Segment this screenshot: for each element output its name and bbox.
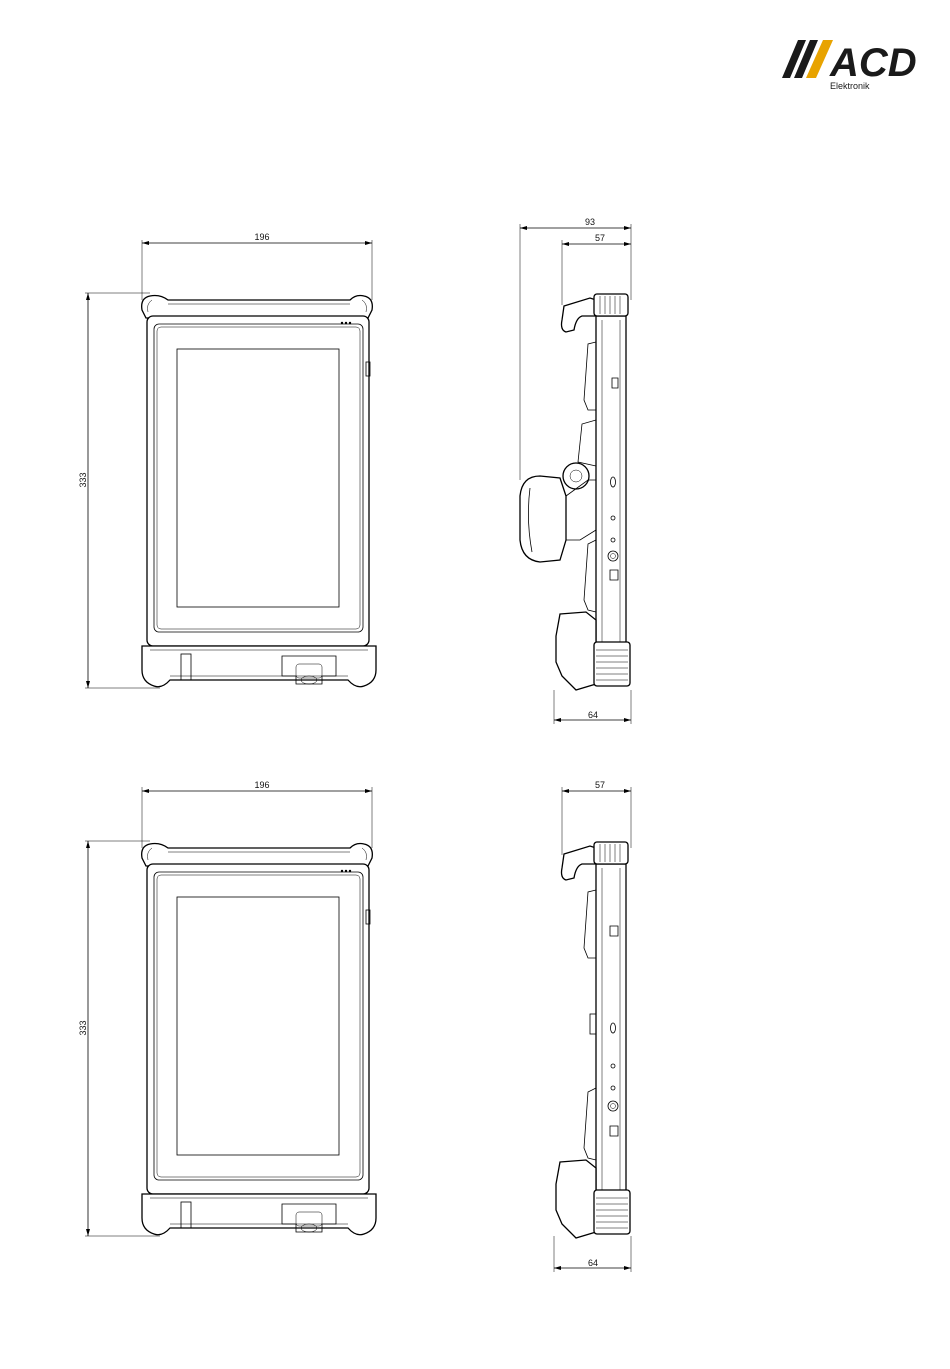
- bottom-depth-dimension-bottom: 64: [554, 1236, 631, 1272]
- depth-label-bottom: 57: [595, 780, 605, 790]
- acd-logo: ACD Elektronik: [782, 40, 917, 91]
- status-led-icon-bottom: [341, 870, 351, 872]
- width-label-bottom: 196: [254, 780, 269, 790]
- total-depth-label: 93: [585, 217, 595, 227]
- bottom-depth-label-bottom: 64: [588, 1258, 598, 1268]
- side-view-bottom: 57 64: [554, 780, 631, 1272]
- logo-brand-name: ACD: [829, 41, 917, 85]
- status-led-icon: [341, 322, 351, 324]
- front-view-top: 196 333: [78, 232, 376, 688]
- height-label-bottom: 333: [78, 1020, 88, 1035]
- depth-label-top: 57: [595, 233, 605, 243]
- bottom-depth-label-top: 64: [588, 710, 598, 720]
- bottom-depth-dimension-top: 64: [554, 690, 631, 724]
- side-view-top: 93 57 64: [520, 217, 631, 724]
- front-view-bottom: 196 333: [78, 780, 376, 1236]
- height-label-top: 333: [78, 472, 88, 487]
- logo-subtitle: Elektronik: [830, 81, 870, 91]
- handle-mount-icon: [520, 463, 596, 562]
- width-label-top: 196: [254, 232, 269, 242]
- logo-slashes-icon: [782, 40, 833, 78]
- width-dimension-bottom: 196: [142, 780, 372, 848]
- width-dimension-top: 196: [142, 232, 372, 300]
